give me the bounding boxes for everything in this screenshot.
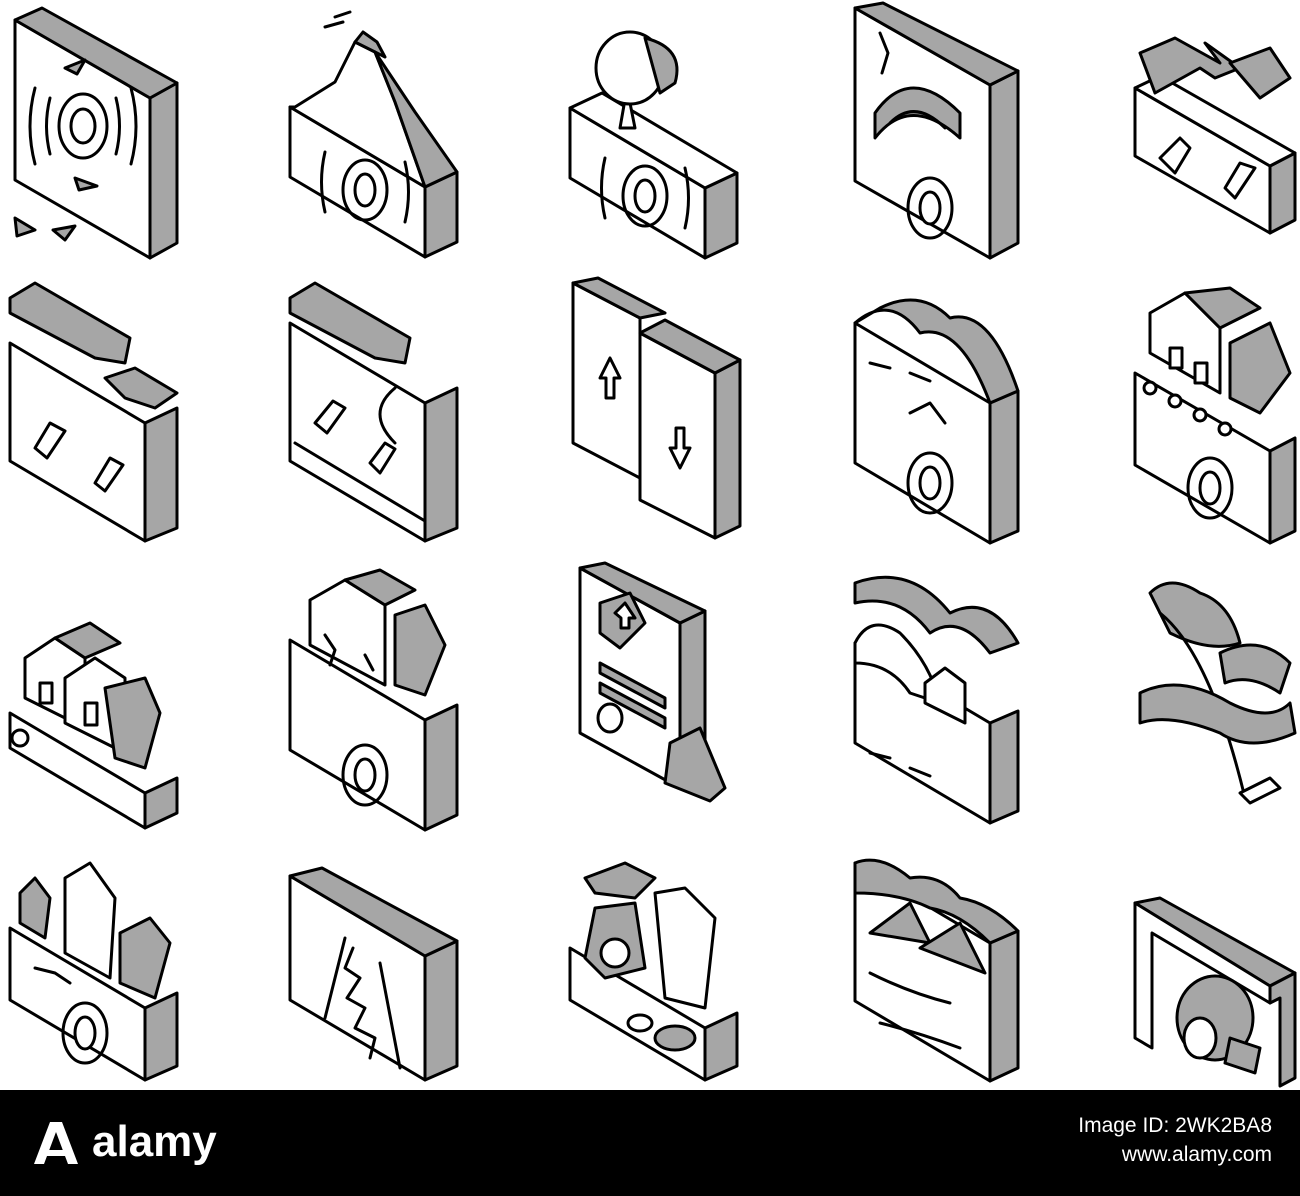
broken-cliff-icon	[5, 858, 185, 1086]
houses-on-shaking-ground-icon	[1130, 286, 1300, 548]
footer-meta: Image ID: 2WK2BA8 www.alamy.com	[1078, 1112, 1272, 1170]
houses-icon	[5, 618, 185, 833]
stock-footer: alamy Image ID: 2WK2BA8 www.alamy.com	[0, 1090, 1300, 1196]
tsunami-wave-house-icon	[850, 573, 1025, 828]
image-id: Image ID: 2WK2BA8	[1078, 1114, 1272, 1137]
brand-logo-icon	[34, 1122, 78, 1164]
transform-fault-icon	[5, 281, 185, 545]
earthquake-report-document-icon	[575, 561, 735, 808]
brand-name: alamy	[92, 1117, 217, 1166]
landslide-icon	[565, 858, 745, 1086]
cracked-ground-epicenter-icon	[850, 1, 1025, 261]
cracked-road-icon	[285, 866, 465, 1086]
collapsed-house-icon	[285, 568, 465, 833]
volcano-eruption-icon	[285, 10, 465, 262]
mountain-terrain-icon	[850, 853, 1025, 1085]
tunnel-boulder-icon	[1130, 896, 1300, 1088]
icon-sheet	[5, 1, 1300, 1088]
reverse-fault-icon	[285, 281, 465, 545]
site-url: www.alamy.com	[1121, 1143, 1272, 1166]
vertical-shift-fault-icon	[570, 276, 745, 543]
seismic-wave-ground-icon	[5, 6, 185, 263]
brand-logo: alamy	[28, 1112, 217, 1172]
falling-tree-debris-icon	[1130, 573, 1300, 805]
ground-rupture-icon	[850, 293, 1025, 548]
tree-on-shaking-ground-icon	[565, 28, 745, 263]
divergent-fault-icon	[1130, 36, 1300, 238]
